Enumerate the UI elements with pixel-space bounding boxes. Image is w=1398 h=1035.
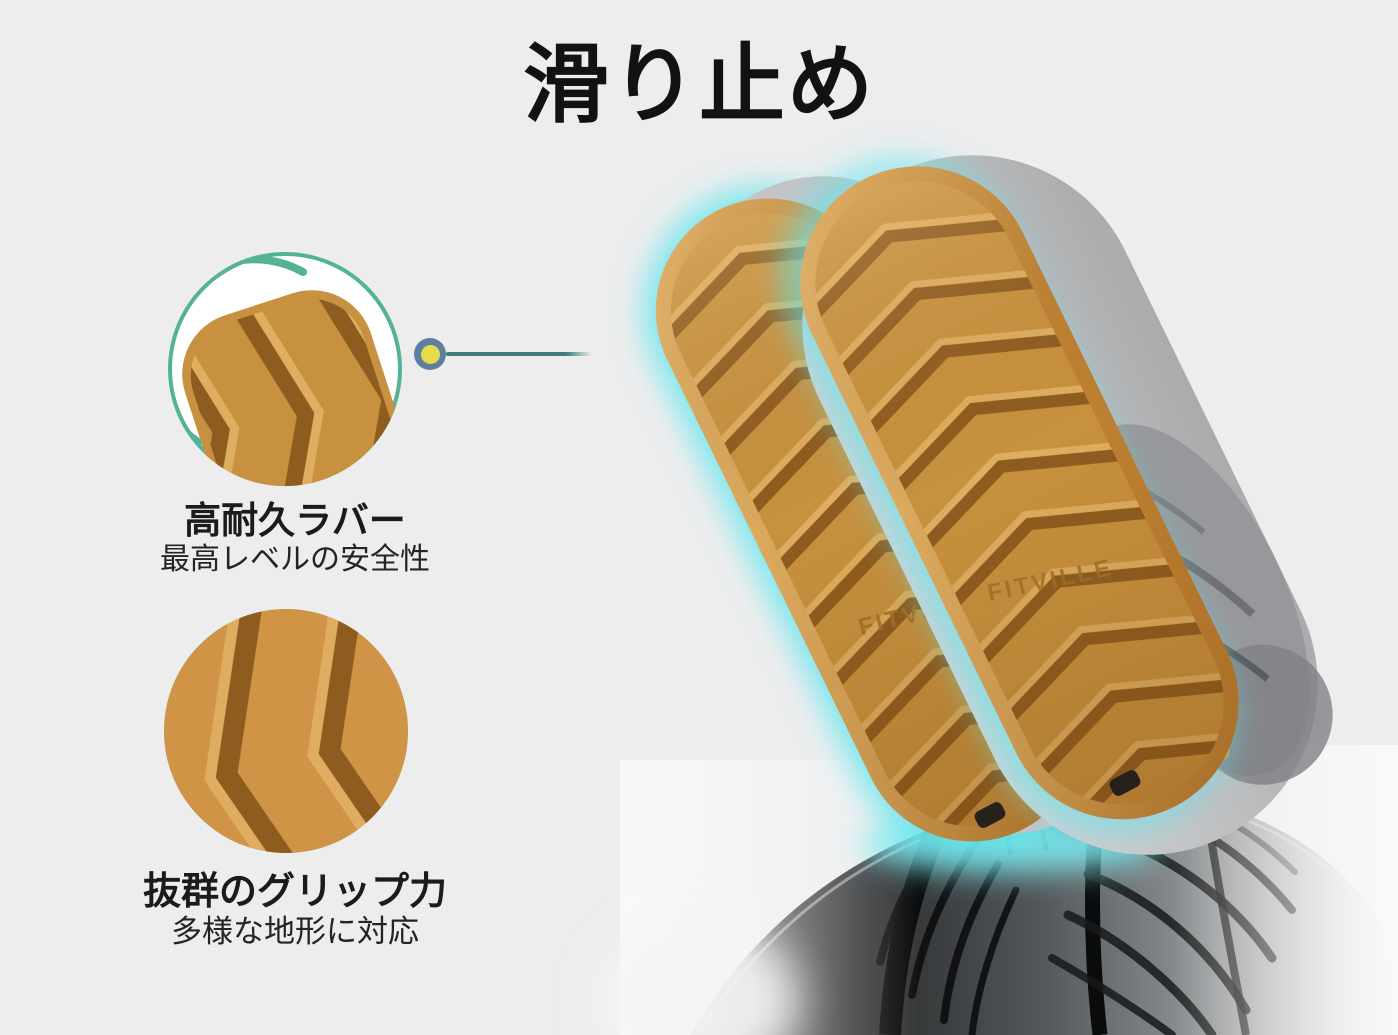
tread-closeup-icon [168, 255, 402, 486]
callout-1-heading: 高耐久ラバー [184, 500, 406, 541]
durable-rubber-closeup-circle [168, 252, 402, 486]
heel-accents [974, 770, 1141, 828]
callout-connector-line [446, 352, 592, 356]
right-sole-image [800, 166, 1239, 820]
callout-1-subheading: 最高レベルの安全性 [160, 543, 430, 576]
callout-connector-dot [414, 338, 446, 370]
callout-2-heading: 抜群のグリップ力 [142, 871, 447, 913]
tread-closeup-icon [164, 609, 408, 853]
grip-closeup-circle [164, 609, 408, 853]
callout-2-subheading: 多様な地形に対応 [171, 914, 419, 949]
callout-connector-dot-core [420, 344, 440, 364]
page-title: 滑り止め [523, 37, 875, 133]
